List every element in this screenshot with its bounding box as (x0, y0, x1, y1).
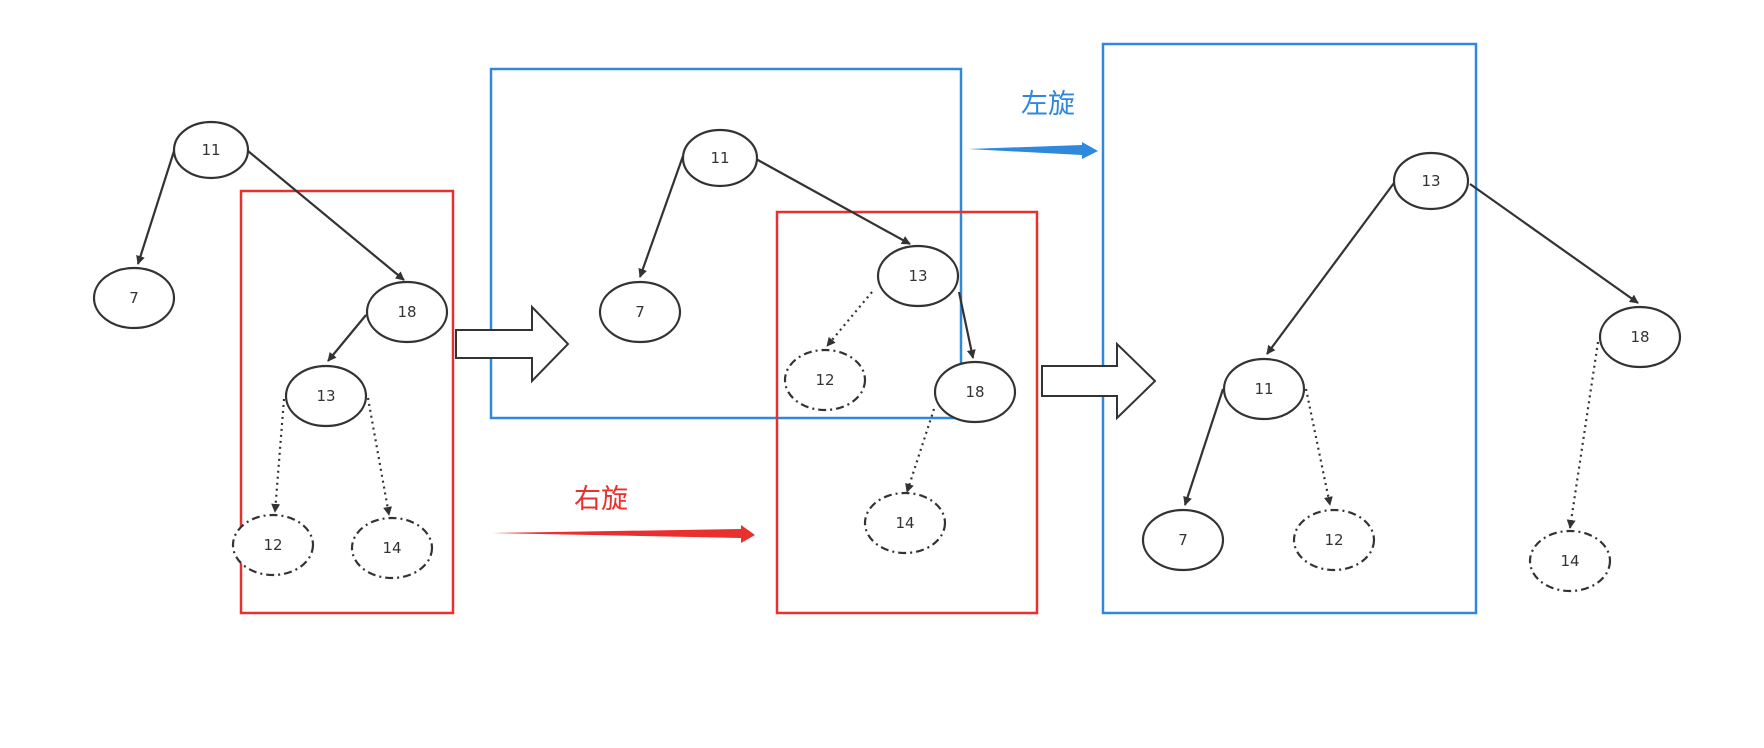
svg-text:12: 12 (263, 536, 282, 554)
node-11: 11 (172, 120, 250, 180)
tree-before: 11 7 18 13 12 14 (92, 120, 449, 580)
edge3-11-7 (1183, 388, 1225, 506)
svg-text:18: 18 (1630, 328, 1649, 346)
node3-7: 7 (1141, 508, 1225, 572)
svg-text:13: 13 (1421, 172, 1440, 190)
node-12-placeholder: 12 (231, 513, 315, 577)
edge-11-18 (247, 150, 405, 281)
svg-text:13: 13 (908, 267, 927, 285)
node3-11: 11 (1222, 357, 1306, 421)
node2-14-placeholder: 14 (863, 491, 947, 555)
node3-18: 18 (1598, 305, 1682, 369)
node3-13: 13 (1392, 151, 1470, 211)
left-rotate-label: 左旋 (1021, 89, 1075, 120)
edge-18-13 (327, 314, 367, 362)
svg-text:11: 11 (201, 141, 220, 159)
red-frame-middle (775, 210, 1039, 615)
svg-text:7: 7 (635, 303, 645, 321)
svg-text:18: 18 (397, 303, 416, 321)
node3-12-placeholder: 12 (1292, 508, 1376, 572)
edge3-18-14 (1566, 341, 1600, 529)
svg-text:11: 11 (710, 149, 729, 167)
transition-arrow-1 (455, 304, 570, 384)
node-18: 18 (365, 280, 449, 344)
edge3-13-11 (1266, 182, 1395, 355)
right-rotate-label: 右旋 (574, 484, 628, 515)
node3-14-placeholder: 14 (1528, 529, 1612, 593)
node2-7: 7 (598, 280, 682, 344)
right-rotate-arrow (492, 525, 755, 543)
blue-frame-right (1101, 42, 1478, 615)
svg-text:14: 14 (895, 514, 914, 532)
svg-text:11: 11 (1254, 380, 1273, 398)
node2-11: 11 (681, 128, 759, 188)
edge3-13-18 (1469, 183, 1639, 304)
svg-text:12: 12 (815, 371, 834, 389)
svg-text:14: 14 (1560, 552, 1579, 570)
edge2-13-12 (826, 291, 873, 347)
node-14-placeholder: 14 (350, 516, 434, 580)
svg-text:12: 12 (1324, 531, 1343, 549)
svg-text:7: 7 (129, 289, 139, 307)
tree-after-right-rotate: 11 7 13 12 18 14 (598, 128, 1017, 555)
svg-text:18: 18 (965, 383, 984, 401)
node-7: 7 (92, 266, 176, 330)
svg-text:13: 13 (316, 387, 335, 405)
edge3-11-12 (1304, 388, 1333, 506)
svg-text:14: 14 (382, 539, 401, 557)
node2-12-placeholder: 12 (783, 348, 867, 412)
node2-13: 13 (876, 244, 960, 308)
blue-frame-middle (489, 67, 963, 420)
left-rotate-arrow (968, 142, 1098, 159)
node-13: 13 (284, 364, 368, 428)
edge2-11-13 (755, 158, 911, 245)
red-frame-left (239, 189, 455, 615)
svg-text:7: 7 (1178, 531, 1188, 549)
edge-13-12 (271, 398, 286, 513)
node2-18: 18 (933, 360, 1017, 424)
edge2-13-18 (957, 291, 976, 359)
edge2-11-7 (638, 155, 685, 278)
edge2-18-14 (905, 408, 936, 493)
tree-after-left-rotate: 13 11 18 7 12 14 (1141, 151, 1682, 593)
edge-11-7 (136, 147, 177, 265)
edge-13-14 (366, 397, 392, 516)
transition-arrow-2 (1041, 341, 1157, 421)
